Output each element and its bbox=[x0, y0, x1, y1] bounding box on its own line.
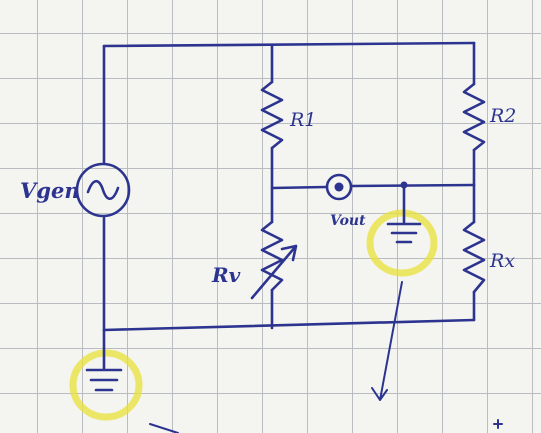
source-label: Vgen bbox=[20, 178, 80, 203]
ground-highlight-circle-left bbox=[69, 349, 143, 421]
resistor-rx-zigzag bbox=[462, 220, 486, 294]
top-wire bbox=[102, 41, 476, 48]
sine-wave-icon bbox=[86, 179, 120, 201]
vout-terminal-inner bbox=[334, 182, 344, 192]
rx-label: Rx bbox=[489, 250, 515, 272]
ground-highlight-circle-center bbox=[366, 209, 438, 277]
r1-label: R1 bbox=[289, 109, 316, 131]
bottom-wire bbox=[102, 318, 476, 332]
vout-label: Vout bbox=[330, 213, 366, 229]
rv-label: Rv bbox=[211, 263, 241, 287]
resistor-r1-zigzag bbox=[260, 80, 284, 150]
resistor-r2-zigzag bbox=[462, 82, 486, 152]
ground-symbol-center bbox=[386, 222, 422, 244]
stray-mark-corner bbox=[493, 419, 503, 429]
ac-source-circle bbox=[75, 162, 131, 218]
downward-arrow bbox=[371, 281, 403, 401]
stray-mark-bottom bbox=[149, 423, 179, 433]
r2-label: R2 bbox=[489, 105, 516, 127]
ground-symbol-left bbox=[85, 368, 123, 392]
variable-resistor-arrow bbox=[250, 244, 298, 300]
bridge-wire-left bbox=[270, 185, 328, 190]
bridge-wire-right bbox=[350, 183, 476, 188]
vout-terminal-outer bbox=[325, 173, 353, 201]
resistor-rv-zigzag bbox=[260, 220, 284, 292]
